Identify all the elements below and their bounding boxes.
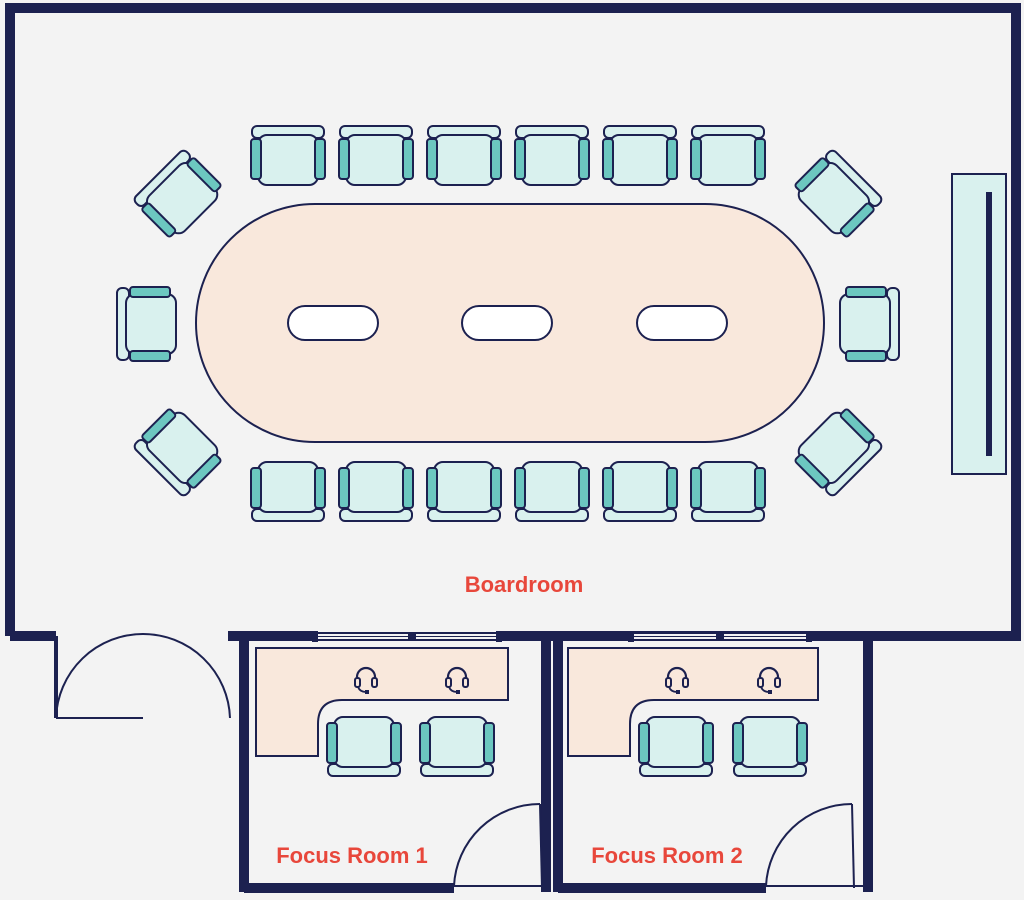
chair-top-2: [338, 125, 414, 186]
chair-bottom-3: [426, 461, 502, 522]
chair-top-3: [426, 125, 502, 186]
table-grommet-1: [287, 305, 379, 341]
focus-room-1-desk: [255, 647, 509, 757]
focus-room-2-door[interactable]: [765, 802, 864, 889]
chair-left-bottom: [130, 403, 227, 500]
focus-room-1-label: Focus Room 1: [276, 843, 428, 868]
focus-window-2: [628, 631, 812, 642]
chair-right-bottom: [789, 403, 886, 500]
focus-1-chair-1: [326, 716, 402, 777]
focus-2-chair-2: [732, 716, 808, 777]
chair-top-1: [250, 125, 326, 186]
chair-left-top: [130, 146, 227, 243]
focus-room-2-label: Focus Room 2: [591, 843, 743, 868]
table-grommet-2: [461, 305, 553, 341]
boardroom-door[interactable]: [55, 633, 231, 719]
chair-bottom-6: [690, 461, 766, 522]
chair-right-middle: [839, 286, 900, 362]
chair-bottom-4: [514, 461, 590, 522]
chair-bottom-5: [602, 461, 678, 522]
chair-top-6: [690, 125, 766, 186]
chair-left-middle: [116, 286, 177, 362]
focus-room-2-walls: [553, 640, 873, 893]
focus-room-2-desk: [567, 647, 819, 757]
focus-window-1: [312, 631, 502, 642]
focus-1-chair-2: [419, 716, 495, 777]
focus-room-1-walls: [239, 640, 551, 893]
chair-bottom-1: [250, 461, 326, 522]
boardroom-label: Boardroom: [465, 572, 584, 597]
display-screen-icon: [951, 173, 1007, 475]
chair-top-5: [602, 125, 678, 186]
chair-bottom-2: [338, 461, 414, 522]
table-grommet-3: [636, 305, 728, 341]
focus-2-chair-1: [638, 716, 714, 777]
chair-top-4: [514, 125, 590, 186]
focus-room-1-door[interactable]: [453, 802, 543, 889]
chair-right-top: [789, 146, 886, 243]
